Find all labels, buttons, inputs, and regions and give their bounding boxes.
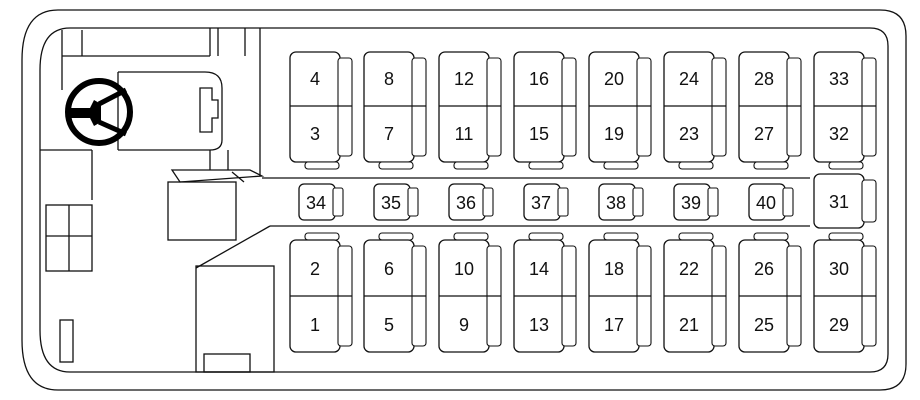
seat-number: 11 [455, 124, 474, 144]
seat-col-4: 16 15 [513, 51, 577, 163]
seat-number: 2 [310, 259, 320, 279]
seat-number: 36 [456, 193, 476, 213]
seat-back [337, 57, 353, 157]
seat-number: 31 [829, 192, 849, 212]
seat-number: 39 [681, 193, 701, 213]
seat-number: 21 [679, 315, 699, 335]
seat-number: 1 [310, 315, 320, 335]
seat-col-6: 24 23 [663, 51, 727, 163]
seat-number: 29 [829, 315, 849, 335]
steering-wheel-icon [65, 78, 133, 146]
seat-col-2: 6 5 [363, 239, 427, 353]
seat-col-6: 22 21 [663, 239, 727, 353]
seat-number: 10 [454, 259, 474, 279]
seat-number: 13 [529, 315, 549, 335]
seat-number: 32 [829, 124, 849, 144]
seat-col-3: 12 11 [438, 51, 502, 163]
seat-back [711, 57, 727, 157]
seat-col-7: 28 27 [738, 51, 802, 163]
seat-number: 40 [756, 193, 776, 213]
seat-back [786, 57, 802, 157]
seat-number: 3 [310, 124, 320, 144]
seat-number: 27 [754, 124, 774, 144]
seat-number: 12 [454, 69, 474, 89]
seat-number: 28 [754, 69, 774, 89]
seat-back [636, 57, 652, 157]
jump-seat[interactable]: 38 [598, 183, 644, 221]
seat-number: 9 [459, 315, 469, 335]
seat-number: 15 [529, 124, 549, 144]
seat-number: 6 [384, 259, 394, 279]
seat-number: 16 [529, 69, 549, 89]
seat-number: 26 [754, 259, 774, 279]
jump-seat[interactable]: 35 [373, 183, 419, 221]
aisle [195, 177, 810, 269]
seat-number: 23 [679, 124, 699, 144]
lower-seats: 2 1 6 5 10 9 14 13 18 [289, 232, 877, 353]
jump-seat[interactable]: 37 [523, 183, 569, 221]
seat-number: 17 [604, 315, 624, 335]
seat-number: 20 [604, 69, 624, 89]
seat-number: 30 [829, 259, 849, 279]
seat-col-8: 30 29 [813, 239, 877, 353]
seat-number: 5 [384, 315, 394, 335]
seat-number: 8 [384, 69, 394, 89]
seat-number: 22 [679, 259, 699, 279]
headrests-upper [304, 161, 864, 170]
seat-back [411, 57, 427, 157]
seat-col-1: 4 3 [289, 51, 353, 163]
seat-number: 14 [529, 259, 549, 279]
seat-number: 7 [384, 124, 394, 144]
seat-col-8: 33 32 [813, 51, 877, 163]
seat-back [861, 57, 877, 157]
seat-col-7: 26 25 [738, 239, 802, 353]
seat-col-5: 20 19 [588, 51, 652, 163]
rear-door [195, 265, 275, 373]
seat-number: 4 [310, 69, 320, 89]
seat-number: 35 [381, 193, 401, 213]
seat-number: 38 [606, 193, 626, 213]
seat-col-5: 18 17 [588, 239, 652, 353]
jump-seat[interactable]: 36 [448, 183, 494, 221]
jump-seat[interactable]: 39 [673, 183, 719, 221]
jump-seat[interactable]: 40 [748, 183, 794, 221]
jump-seat[interactable]: 34 [298, 183, 344, 221]
seat-back [486, 57, 502, 157]
rear-middle-seat[interactable]: 31 [813, 173, 877, 229]
seat-number: 34 [306, 193, 326, 213]
seat-col-4: 14 13 [513, 239, 577, 353]
seat-number: 19 [604, 124, 624, 144]
seat-number: 24 [679, 69, 699, 89]
seat-number: 18 [604, 259, 624, 279]
jump-seats: 34 35 36 37 38 39 40 [298, 183, 794, 221]
seat-col-2: 8 7 [363, 51, 427, 163]
driver-area [40, 28, 265, 363]
upper-seats: 4 3 8 7 12 11 16 15 20 [289, 51, 877, 170]
seat-number: 25 [754, 315, 774, 335]
seat-back [561, 57, 577, 157]
headrests-lower [304, 232, 864, 241]
seat-number: 33 [829, 69, 849, 89]
seat-col-1: 2 1 [289, 239, 353, 353]
seat-col-3: 10 9 [438, 239, 502, 353]
bus-body [21, 9, 907, 391]
seat-number: 37 [531, 193, 551, 213]
